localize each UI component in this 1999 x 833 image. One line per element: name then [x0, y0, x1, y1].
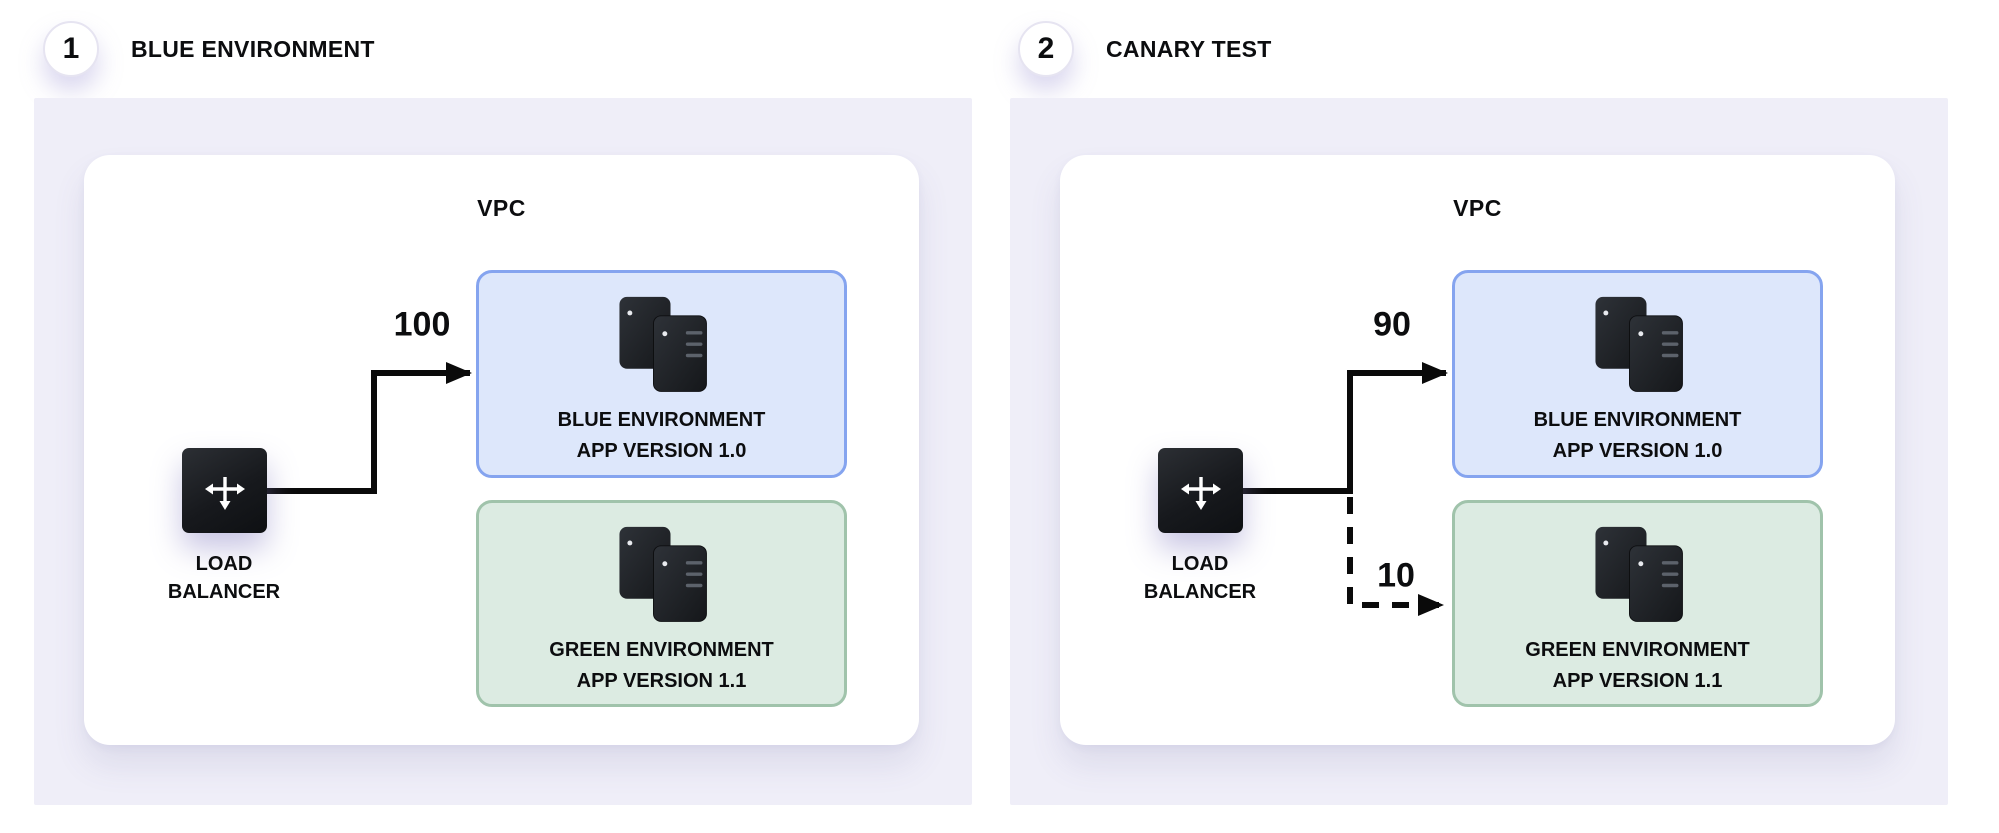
- load-balancer-label-line1: LOAD: [1171, 553, 1229, 575]
- load-balancer-label: LOAD BALANCER: [1100, 550, 1300, 606]
- green-environment-label: GREEN ENVIRONMENT APP VERSION 1.1: [549, 635, 773, 697]
- load-balancer-icon: [1180, 476, 1221, 510]
- blue-environment-label: BLUE ENVIRONMENT APP VERSION 1.0: [1534, 405, 1742, 467]
- blue-environment-box: BLUE ENVIRONMENT APP VERSION 1.0: [1452, 270, 1823, 478]
- server-stack-icon: [618, 296, 707, 392]
- load-balancer-label-line2: BALANCER: [167, 581, 281, 603]
- server-stack-icon: [618, 526, 707, 622]
- traffic-flow-arrows: [1243, 362, 1448, 616]
- green-environment-label: GREEN ENVIRONMENT APP VERSION 1.1: [1525, 635, 1749, 697]
- step-number-badge: 2: [1018, 21, 1074, 77]
- load-balancer-node: [1158, 448, 1243, 533]
- server-stack-icon: [1594, 526, 1683, 622]
- vpc-card: VPC 90 10: [1060, 155, 1895, 745]
- blue-environment-name: BLUE ENVIRONMENT: [1533, 409, 1742, 431]
- green-environment-name: GREEN ENVIRONMENT: [1525, 639, 1750, 661]
- server-stack-icon: [1594, 296, 1683, 392]
- step-title: BLUE ENVIRONMENT: [131, 35, 375, 62]
- green-environment-name: GREEN ENVIRONMENT: [549, 639, 774, 661]
- flow-solid-to-blue: [1243, 362, 1448, 494]
- step-number-badge: 1: [43, 21, 99, 77]
- step-title: CANARY TEST: [1106, 35, 1272, 62]
- blue-environment-label: BLUE ENVIRONMENT APP VERSION 1.0: [558, 405, 766, 467]
- flow-solid-to-blue: [267, 362, 472, 494]
- green-environment-box: GREEN ENVIRONMENT APP VERSION 1.1: [1452, 500, 1823, 707]
- flow-dashed-to-green: [1347, 497, 1444, 616]
- load-balancer-label-line1: LOAD: [195, 553, 253, 575]
- traffic-weight-90: 90: [1373, 305, 1411, 344]
- green-environment-box: GREEN ENVIRONMENT APP VERSION 1.1: [476, 500, 847, 707]
- vpc-label: VPC: [477, 195, 526, 221]
- traffic-flow-arrows: [267, 362, 472, 494]
- blue-environment-name: BLUE ENVIRONMENT: [557, 409, 766, 431]
- panel-canary-test: VPC 90 10: [1010, 98, 1948, 805]
- traffic-weight-10: 10: [1377, 556, 1415, 595]
- vpc-card: VPC 100: [84, 155, 919, 745]
- load-balancer-icon: [204, 476, 245, 510]
- load-balancer-node: [182, 448, 267, 533]
- traffic-weight-100: 100: [393, 305, 451, 344]
- blue-environment-version: APP VERSION 1.0: [576, 440, 747, 462]
- panel-blue-environment: VPC 100: [34, 98, 972, 805]
- step-number: 2: [1037, 32, 1055, 65]
- load-balancer-label-line2: BALANCER: [1143, 581, 1257, 603]
- green-environment-version: APP VERSION 1.1: [576, 670, 747, 692]
- green-environment-version: APP VERSION 1.1: [1552, 670, 1723, 692]
- vpc-label: VPC: [1453, 195, 1502, 221]
- step-number: 1: [62, 32, 80, 65]
- blue-environment-version: APP VERSION 1.0: [1552, 440, 1723, 462]
- blue-environment-box: BLUE ENVIRONMENT APP VERSION 1.0: [476, 270, 847, 478]
- load-balancer-label: LOAD BALANCER: [124, 550, 324, 606]
